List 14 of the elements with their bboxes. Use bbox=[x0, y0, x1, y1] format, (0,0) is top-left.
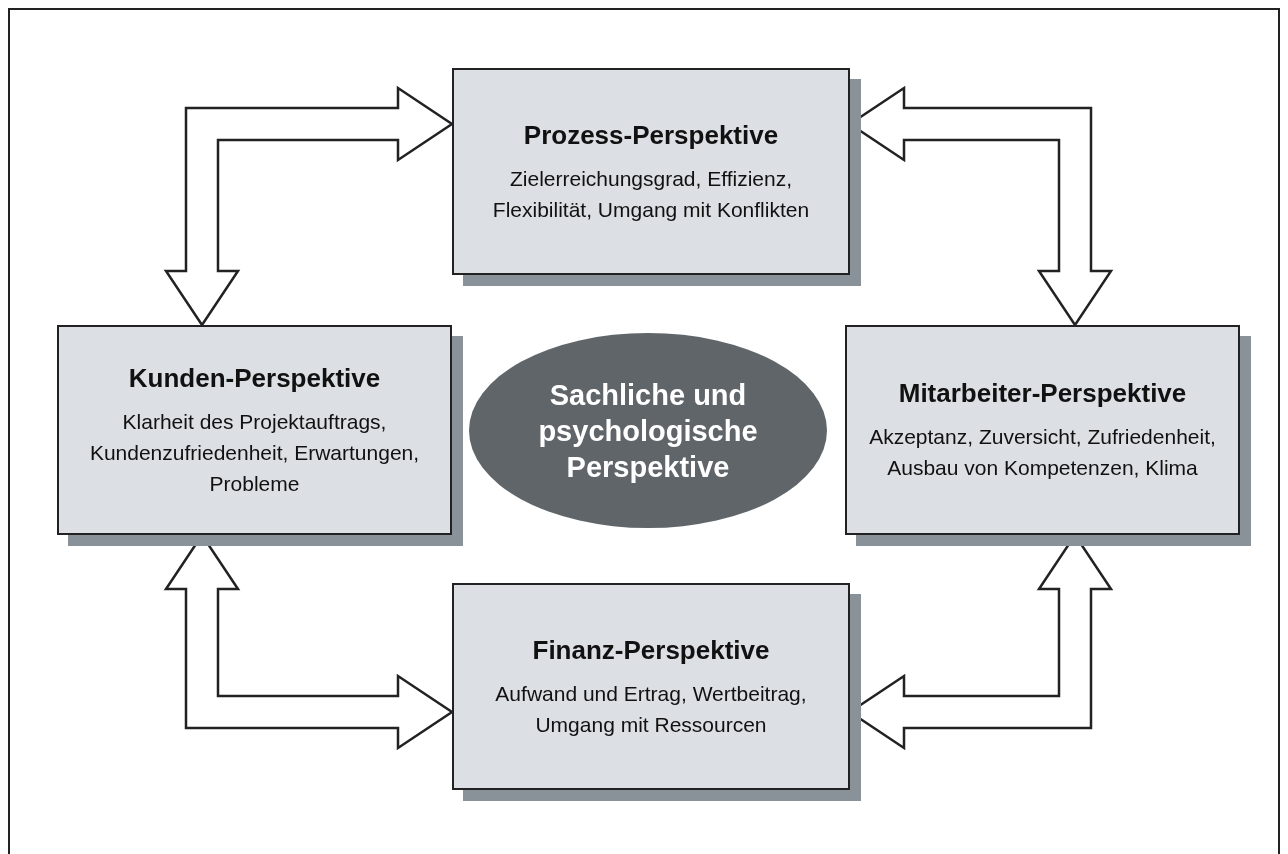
ellipse-text: Sachliche und psychologische Perspektive bbox=[537, 377, 759, 485]
box-text: Aufwand und Ertrag, Wertbeitrag, Umgang mit Ressourcen bbox=[494, 680, 808, 738]
perspective-box bbox=[452, 68, 850, 275]
perspective-box bbox=[452, 583, 850, 790]
perspective-box bbox=[57, 325, 452, 535]
box-title: Finanz-Perspektive bbox=[532, 633, 770, 666]
box-text: Klarheit des Projektauftrags, Kundenzufriedenheit, Erwartungen, Probleme bbox=[88, 408, 421, 497]
perspective-box bbox=[845, 325, 1240, 535]
box-text: Zielerreichungsgrad, Effizienz, Flexibilität, Umgang mit Konflikten bbox=[491, 165, 811, 223]
box-title: Kunden-Perspektive bbox=[128, 361, 381, 394]
box-text: Akzeptanz, Zuversicht, Zufriedenheit, Ausbau von Kompetenzen, Klima bbox=[868, 424, 1217, 481]
box-title: Prozess-Perspektive bbox=[523, 118, 779, 151]
double-arrow bbox=[163, 85, 455, 328]
box-title: Mitarbeiter-Perspektive bbox=[898, 377, 1187, 409]
